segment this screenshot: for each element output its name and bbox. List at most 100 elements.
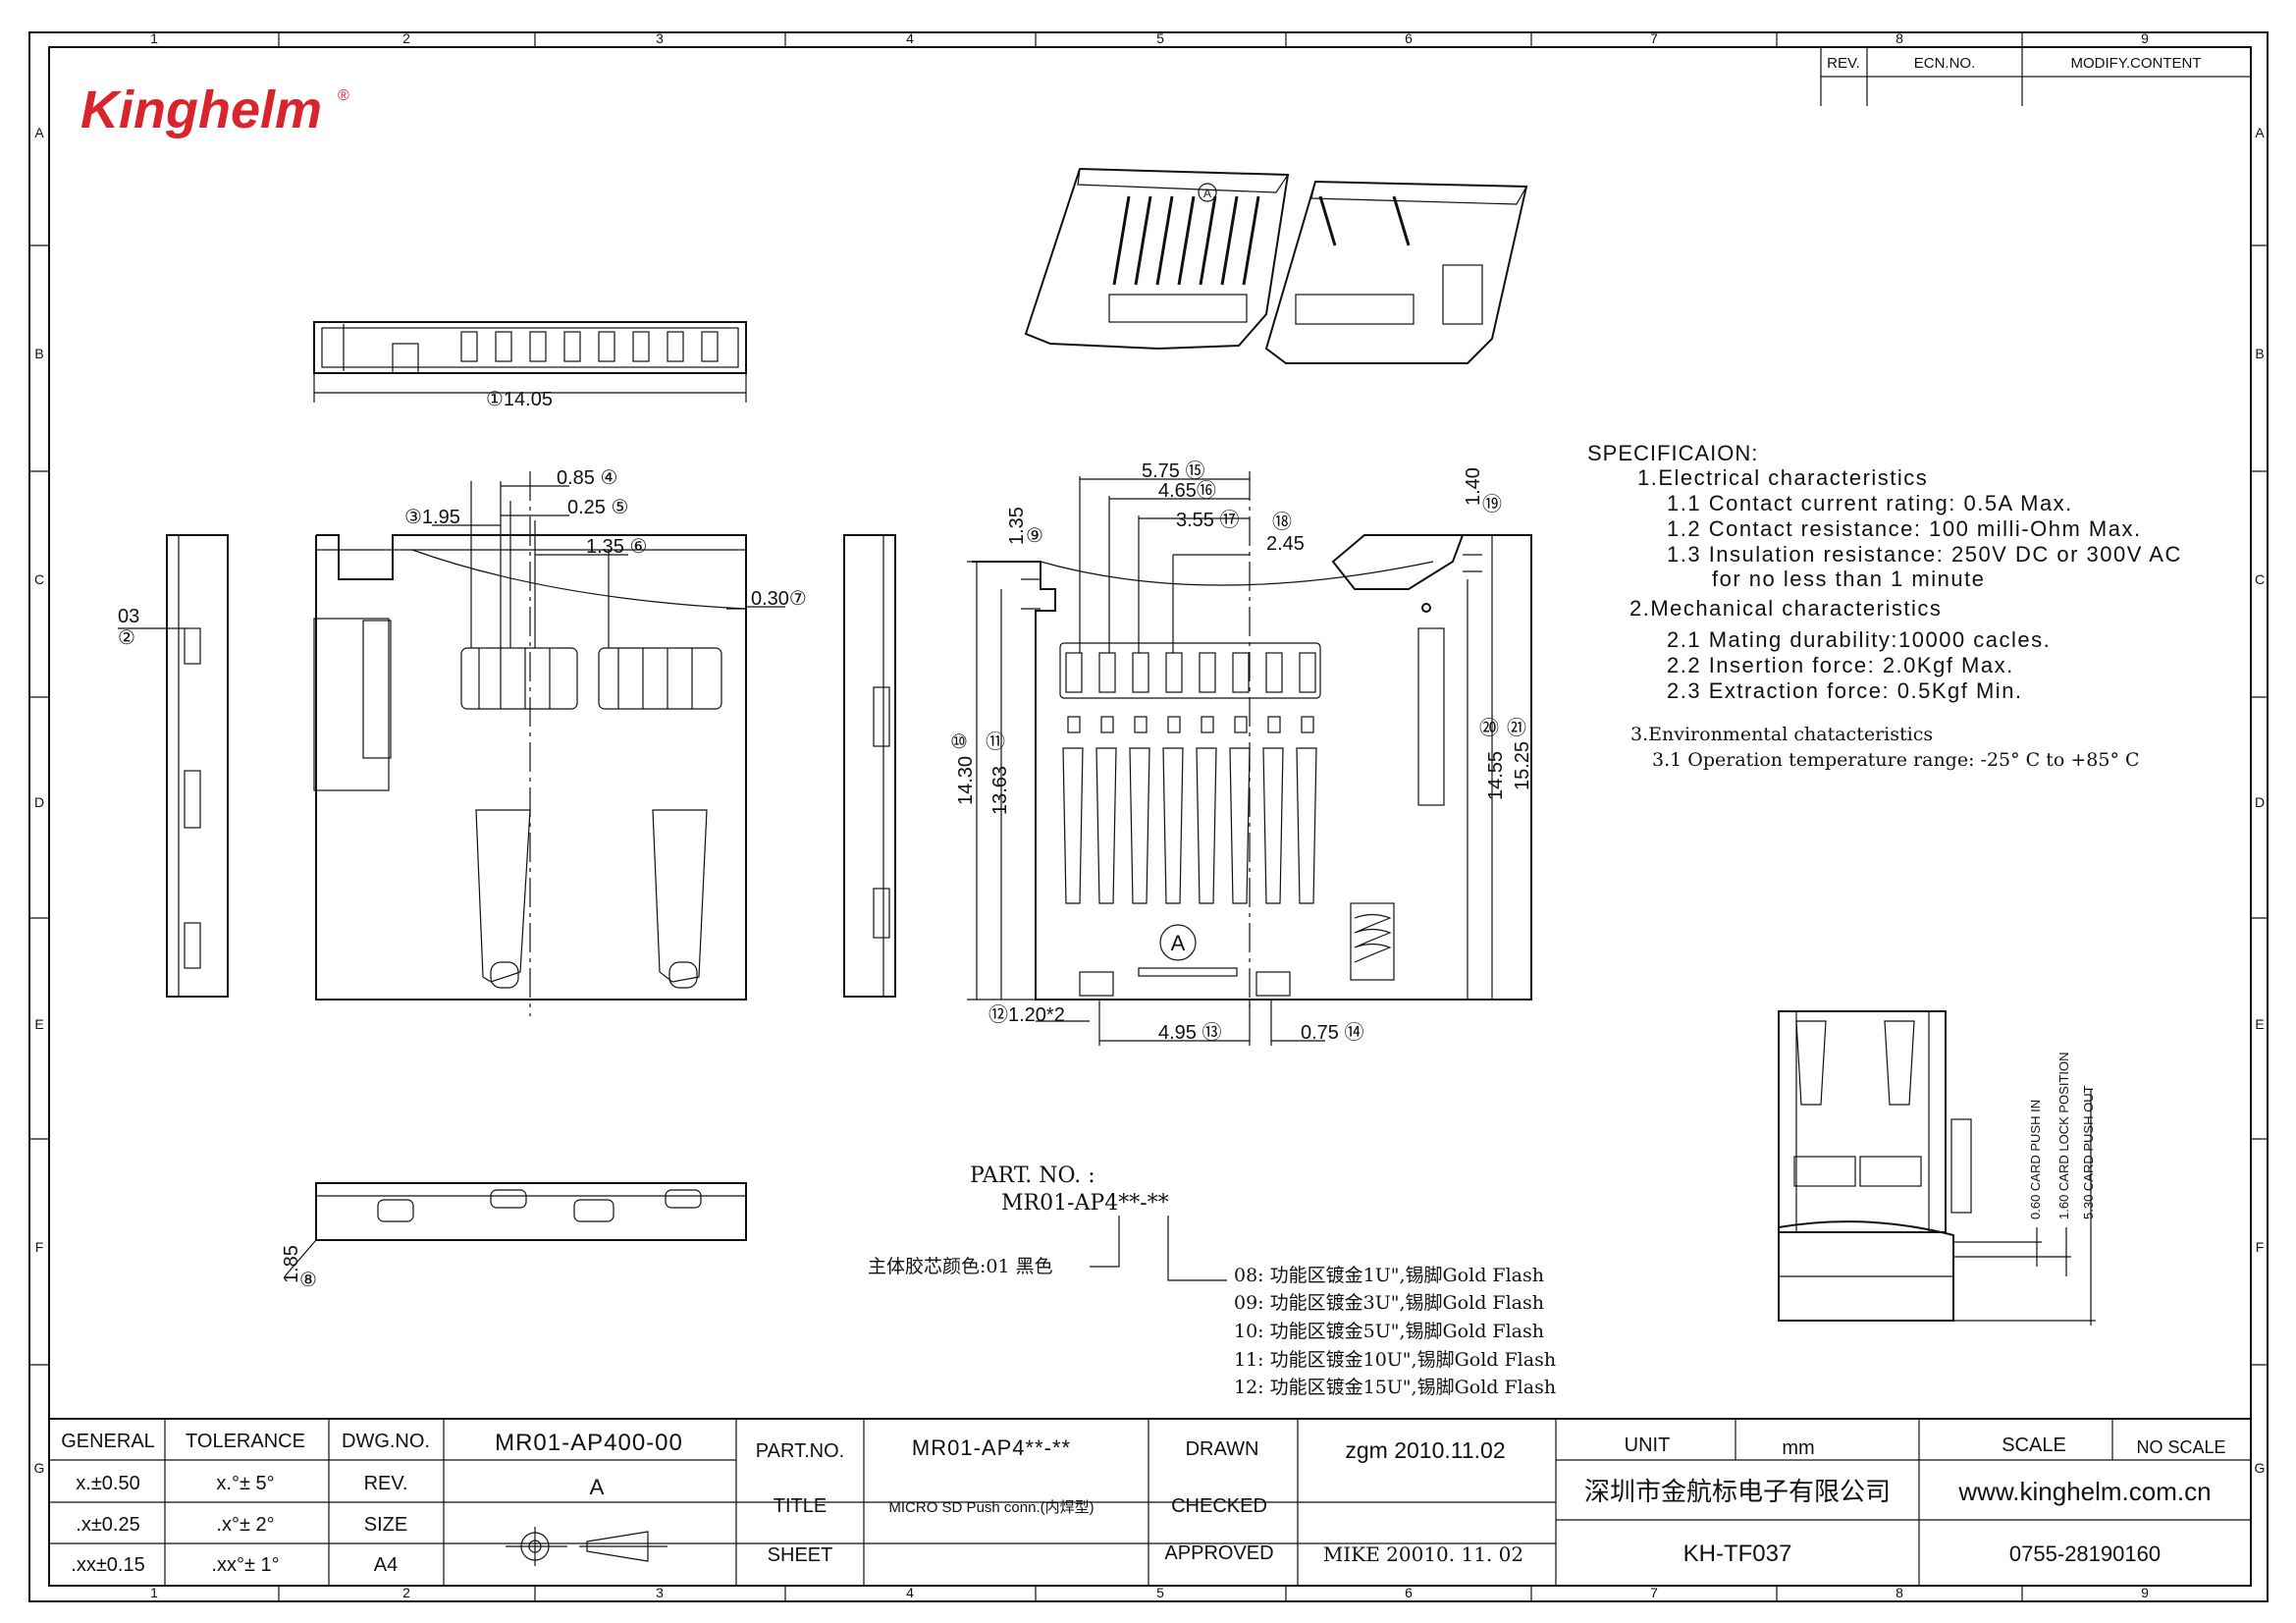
part-no-block-label: PART.NO. xyxy=(756,1440,844,1462)
zone-label-col: 8 xyxy=(1896,30,1903,46)
phone: 0755-28190160 xyxy=(2009,1542,2161,1566)
ecn-header: ECN.NO. xyxy=(1914,55,1976,72)
part-number-section: PART. NO. : MR01-AP4**-** 主体胶芯颜色:01 黑色 0… xyxy=(868,1163,1556,1398)
tol-linear-1: .x±0.25 xyxy=(76,1514,139,1536)
spec-line-2: 1.2 Contact resistance: 100 milli-Ohm Ma… xyxy=(1667,516,2142,541)
zone-label-row: G xyxy=(34,1460,45,1476)
spec-env-line: 3.1 Operation temperature range: -25° C … xyxy=(1652,749,2140,771)
iso-view-right xyxy=(1264,180,1528,364)
zone-label-row: D xyxy=(34,794,44,810)
company-name: 深圳市金航标电子有限公司 xyxy=(1584,1477,1891,1506)
spec-line-5: 2.Mechanical characteristics xyxy=(1629,596,1942,621)
zone-label-col: 8 xyxy=(1896,1585,1903,1600)
rev-header: REV. xyxy=(1827,55,1860,72)
projection-symbol xyxy=(506,1527,667,1566)
spec-line-1: 1.1 Contact current rating: 0.5A Max. xyxy=(1667,491,2073,515)
tol-linear-0: x.±0.50 xyxy=(76,1473,139,1494)
rev-value: A xyxy=(590,1475,605,1499)
dim-21-marker: ㉑ xyxy=(1507,717,1526,739)
approved-value: MIKE 20010. 11. 02 xyxy=(1323,1542,1523,1566)
dim-17: 3.55 ⑰ xyxy=(1176,509,1239,531)
dim-8-value: 1.85 xyxy=(281,1245,302,1283)
part-no-block-value: MR01-AP4**-** xyxy=(912,1435,1071,1460)
part-no-label: PART. NO. : xyxy=(970,1163,1095,1188)
outer-frame xyxy=(28,31,2269,1602)
dim-7: 0.30⑦ xyxy=(751,588,807,610)
dim-20-value: 14.55 xyxy=(1485,751,1507,800)
dim-5: 0.25 ⑤ xyxy=(567,497,628,518)
spec-line-8: 2.3 Extraction force: 0.5Kgf Min. xyxy=(1667,678,2023,703)
dim-20-marker: ⑳ xyxy=(1479,717,1499,739)
front-view: ①14.05 xyxy=(313,321,747,410)
size-value: A4 xyxy=(374,1554,398,1576)
side-view-middle xyxy=(843,534,896,998)
side-profile-view: 0.60 CARD PUSH IN 1.60 CARD LOCK POSITIO… xyxy=(1778,1010,2096,1325)
dim-2-marker: ② xyxy=(118,627,135,649)
dim-13: 4.95 ⑬ xyxy=(1158,1021,1221,1044)
tol-angular-2: .xx°± 1° xyxy=(211,1554,279,1576)
dim-21-value: 15.25 xyxy=(1512,741,1533,790)
zone-label-row: F xyxy=(2256,1239,2265,1255)
zone-label-col: 1 xyxy=(150,30,158,46)
specification: SPECIFICAION: 1.Electrical characteristi… xyxy=(1587,441,2180,771)
rev-label: REV. xyxy=(364,1473,408,1494)
side-view-left: 03 ② xyxy=(118,534,229,998)
footprint-marker-a: A xyxy=(1171,931,1186,955)
zone-label-col: 3 xyxy=(656,1585,664,1600)
title-label: TITLE xyxy=(774,1495,827,1517)
doc-no: KH-TF037 xyxy=(1683,1541,1792,1567)
website: www.kinghelm.com.cn xyxy=(1957,1477,2211,1506)
drawn-value: zgm 2010.11.02 xyxy=(1345,1437,1505,1463)
revision-block: REV. ECN.NO. MODIFY.CONTENT xyxy=(1820,46,2252,106)
option-10: 10: 功能区镀金5U",锡脚Gold Flash xyxy=(1234,1321,1544,1342)
zone-label-col: 7 xyxy=(1650,30,1658,46)
spec-env-title: 3.Environmental chatacteristics xyxy=(1630,724,1933,745)
kinghelm-logo: Kinghelm xyxy=(80,81,322,139)
dwg-no-value: MR01-AP400-00 xyxy=(495,1430,683,1456)
card-lock-label: 1.60 CARD LOCK POSITION xyxy=(2056,1053,2071,1220)
spec-line-6: 2.1 Mating durability:10000 cacles. xyxy=(1667,627,2051,652)
zone-label-row: D xyxy=(2255,794,2265,810)
dim-12: ⑫1.20*2 xyxy=(988,1003,1065,1026)
color-note: 主体胶芯颜色:01 黑色 xyxy=(868,1256,1053,1277)
spec-title: SPECIFICAION: xyxy=(1587,441,1758,465)
dim-10-marker: ⑩ xyxy=(950,731,968,753)
dim-9-value: 1.35 xyxy=(1006,507,1028,545)
zone-label-row: B xyxy=(34,346,43,361)
option-11: 11: 功能区镀金10U",锡脚Gold Flash xyxy=(1234,1349,1556,1371)
zone-label-row: E xyxy=(34,1016,43,1032)
dim-2-value: 03 xyxy=(118,606,139,627)
zone-label-col: 6 xyxy=(1405,1585,1413,1600)
zone-label-col: 2 xyxy=(402,1585,410,1600)
general-label: GENERAL xyxy=(61,1431,155,1452)
zone-label-col: 5 xyxy=(1156,1585,1164,1600)
zone-ticks xyxy=(29,32,2268,1601)
part-no-code: MR01-AP4**-** xyxy=(1001,1191,1169,1216)
dim-4: 0.85 ④ xyxy=(557,467,617,489)
spec-line-4: for no less than 1 minute xyxy=(1712,567,1985,591)
scale-value: NO SCALE xyxy=(2136,1437,2225,1457)
sheet-label: SHEET xyxy=(768,1544,833,1566)
dim-1: ①14.05 xyxy=(486,389,553,410)
modify-header: MODIFY.CONTENT xyxy=(2070,55,2201,72)
zone-label-row: A xyxy=(34,125,44,140)
scale-label: SCALE xyxy=(2002,1434,2066,1456)
zone-label-col: 9 xyxy=(2141,30,2149,46)
zone-label-row: C xyxy=(2255,571,2265,587)
title-value: MICRO SD Push conn.(内焊型) xyxy=(888,1499,1094,1516)
zone-label-col: 7 xyxy=(1650,1585,1658,1600)
iso-view-left: A xyxy=(1024,167,1290,351)
zone-label-col: 2 xyxy=(402,30,410,46)
spec-line-7: 2.2 Insertion force: 2.0Kgf Max. xyxy=(1667,653,2014,677)
zone-label-col: 1 xyxy=(150,1585,158,1600)
dim-9-marker: ⑨ xyxy=(1026,525,1043,547)
tol-linear-2: .xx±0.15 xyxy=(71,1554,144,1576)
dim-19-value: 1.40 xyxy=(1463,467,1484,506)
top-view-main: ③1.95 0.85 ④ 0.25 ⑤ 1.35 ⑥ 0.30⑦ xyxy=(313,467,807,1016)
dim-11-value: 13.63 xyxy=(989,766,1011,815)
zone-label-col: 4 xyxy=(906,30,914,46)
dim-14: 0.75 ⑭ xyxy=(1301,1021,1363,1044)
option-08: 08: 功能区镀金1U",锡脚Gold Flash xyxy=(1234,1265,1544,1286)
inner-frame xyxy=(48,46,2252,1587)
